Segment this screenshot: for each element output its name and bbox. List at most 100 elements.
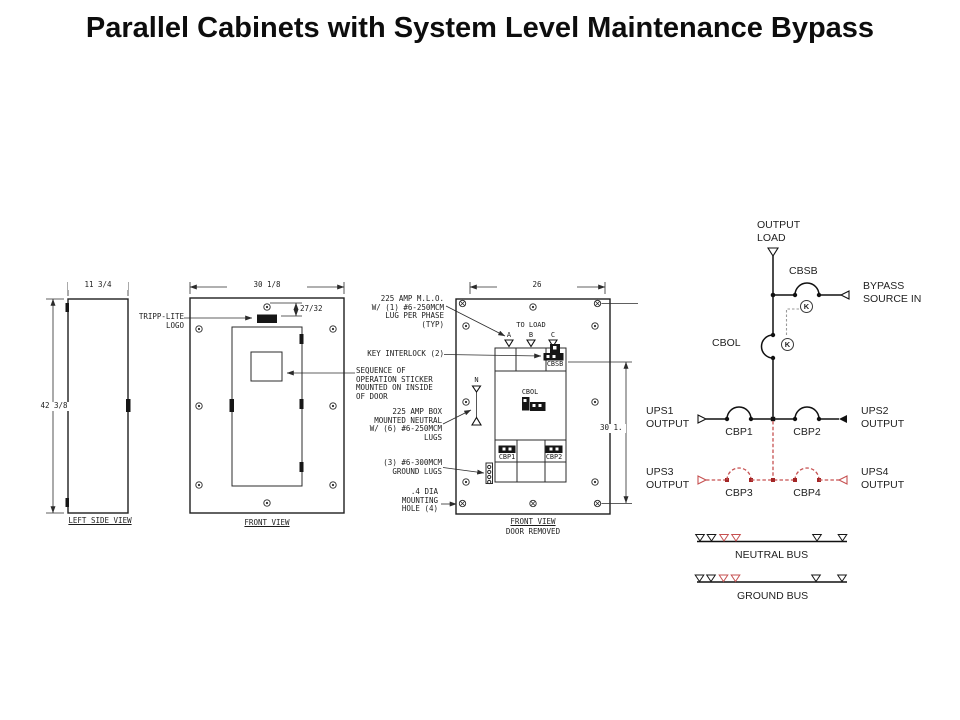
- cbol-breaker-icon: [522, 397, 546, 411]
- mounting-hole-icon: [458, 299, 467, 308]
- cbp1-breaker-icon: [498, 445, 516, 453]
- ups4-arrow-icon: [837, 475, 848, 485]
- neutral-marker-label: N: [474, 376, 479, 384]
- phase-b-terminal-icon: [526, 339, 536, 348]
- screw-icon: [462, 478, 470, 486]
- cbp1-label: CBP1: [725, 426, 753, 438]
- front-view-drawing: [184, 282, 355, 514]
- ground-lugs-leader-line: [442, 467, 485, 475]
- left-side-height-dim: 42 3/8: [36, 401, 72, 411]
- ups3-arrow-icon: [697, 475, 708, 485]
- screw-icon: [263, 303, 271, 311]
- breaker-panel: [494, 347, 567, 483]
- front-view-label: FRONT VIEW: [244, 518, 290, 527]
- cbsb-breaker-arc: [794, 282, 820, 296]
- hinge-icon: [299, 399, 304, 409]
- mounting-hole-icon: [458, 499, 467, 508]
- latch-icon: [126, 399, 131, 412]
- phase-c-terminal-icon: [548, 339, 558, 348]
- bypass-source-label: BYPASS SOURCE IN: [863, 280, 922, 305]
- phase-a-terminal-icon: [504, 339, 514, 348]
- panel-cbp2-label: CBP2: [545, 452, 563, 461]
- screw-icon: [591, 478, 599, 486]
- screw-icon: [462, 322, 470, 330]
- screw-icon: [329, 325, 337, 333]
- cbol-breaker-arc: [760, 334, 774, 359]
- ground-lugs-icon: [485, 462, 493, 485]
- phase-a-label: A: [506, 331, 512, 339]
- screw-icon: [462, 398, 470, 406]
- latch-icon: [229, 399, 234, 412]
- hinge-icon: [65, 303, 69, 312]
- cbol-label: CBOL: [712, 337, 741, 349]
- left-side-width-dim: 11 3/4: [68, 280, 128, 290]
- hinge-icon: [65, 498, 69, 507]
- ground-lugs-annotation: (3) #6-300MCM GROUND LUGS: [383, 458, 442, 476]
- screw-icon: [329, 481, 337, 489]
- sticker-annotation: SEQUENCE OF OPERATION STICKER MOUNTED ON…: [356, 366, 433, 401]
- cbsb-label: CBSB: [789, 265, 818, 277]
- cbp4-breaker-arc: [794, 467, 820, 481]
- key-interlock-leader-line: [443, 353, 542, 359]
- cabinet-door: [231, 326, 303, 487]
- key-interlock-k2-icon: K: [781, 338, 794, 351]
- door-removed-view-sublabel: DOOR REMOVED: [505, 527, 561, 536]
- cbp2-breaker-icon: [545, 445, 563, 453]
- cbp4-label: CBP4: [793, 487, 821, 499]
- screw-icon: [195, 402, 203, 410]
- ups2-output-label: UPS2 OUTPUT: [861, 405, 905, 430]
- key-interlock-link: [785, 308, 799, 337]
- hinge-icon: [299, 334, 304, 344]
- mlo-annotation: 225 AMP M.L.O. W/ (1) #6-250MCM LUG PER …: [371, 294, 444, 329]
- mounting-hole-icon: [529, 499, 537, 508]
- neutral-box-annotation: 225 AMP BOX MOUNTED NEUTRAL W/ (6) #6-25…: [369, 407, 442, 442]
- screw-icon: [329, 402, 337, 410]
- ups3-output-label: UPS3 OUTPUT: [646, 466, 690, 491]
- mlo-leader-line: [445, 305, 506, 337]
- phase-b-label: B: [528, 331, 534, 339]
- ups1-arrow-icon: [697, 414, 708, 424]
- screw-icon: [195, 481, 203, 489]
- neutral-box-leader-line: [442, 409, 472, 425]
- hinge-icon: [299, 462, 304, 472]
- panel-cbol-label: CBOL: [521, 388, 539, 396]
- left-side-view-label: LEFT SIDE VIEW: [68, 516, 132, 525]
- screw-icon: [591, 322, 599, 330]
- key-interlock-k1-icon: K: [800, 300, 813, 313]
- neutral-bus-label: NEUTRAL BUS: [735, 549, 809, 561]
- cbsb-breaker-icon: [543, 344, 564, 361]
- phase-c-label: C: [550, 331, 556, 339]
- output-load-arrow-icon: [767, 247, 779, 258]
- neutral-bus-bar: [695, 534, 848, 543]
- screw-icon: [529, 303, 537, 311]
- screw-icon: [263, 499, 271, 507]
- ups4-output-label: UPS4 OUTPUT: [861, 466, 905, 491]
- door-removed-view-label: FRONT VIEW: [510, 517, 556, 526]
- bypass-source-arrow-icon: [839, 290, 850, 300]
- left-side-view-drawing: [46, 282, 131, 514]
- screw-icon: [195, 325, 203, 333]
- tripp-lite-logo: [257, 314, 277, 323]
- ground-bus-bar: [694, 574, 847, 583]
- panel-cbsb-label: CBSB: [546, 359, 564, 368]
- door-removed-height-dim: 30 1.: [600, 423, 626, 433]
- door-removed-view-drawing: [441, 282, 638, 515]
- page-title: Parallel Cabinets with System Level Main…: [85, 12, 875, 44]
- ground-bus-label: GROUND BUS: [737, 590, 809, 602]
- tripp-lite-logo-callout: TRIPP-LITE LOGO: [138, 312, 184, 330]
- cbp1-breaker-arc: [726, 406, 752, 420]
- ups2-arrow-icon: [839, 415, 847, 423]
- panel-cbp1-label: CBP1: [498, 452, 516, 461]
- screw-icon: [591, 398, 599, 406]
- mounting-hole-annotation: .4 DIA MOUNTING HOLE (4): [401, 487, 438, 513]
- to-load-label: TO LOAD: [516, 321, 546, 329]
- sticker-window: [250, 351, 283, 382]
- door-removed-width-dim: 26: [497, 280, 577, 290]
- mounting-hole-icon: [593, 499, 602, 508]
- cbp3-breaker-arc: [726, 467, 752, 481]
- front-width-dim: 30 1/8: [227, 280, 307, 290]
- logo-offset-dim: 27/32: [300, 304, 323, 313]
- cbp2-breaker-arc: [794, 406, 820, 420]
